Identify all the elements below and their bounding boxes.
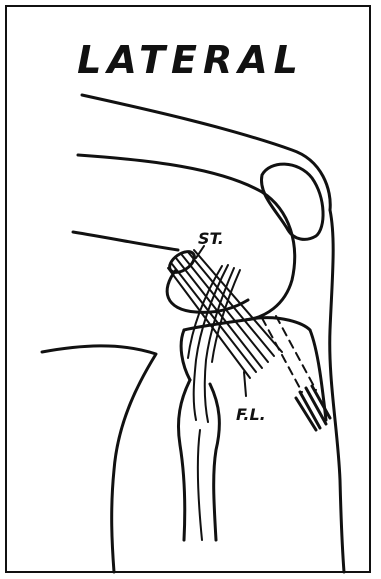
patella xyxy=(261,164,323,239)
fl-label-leader xyxy=(244,372,246,396)
femur-upper-contour xyxy=(82,95,330,210)
semitendinosus-line xyxy=(73,232,178,250)
anterior-leg-contour xyxy=(330,210,344,572)
lower-leg-left-contour xyxy=(42,346,156,572)
label-st: ST. xyxy=(198,229,224,248)
shin-strand-right xyxy=(210,384,219,540)
fascia-lata-strand xyxy=(188,265,240,422)
shin-strand-left xyxy=(178,380,190,540)
shin-strand-inner xyxy=(198,430,202,540)
label-fl: F.L. xyxy=(236,405,266,424)
tibial-exit-hatch xyxy=(296,386,330,430)
